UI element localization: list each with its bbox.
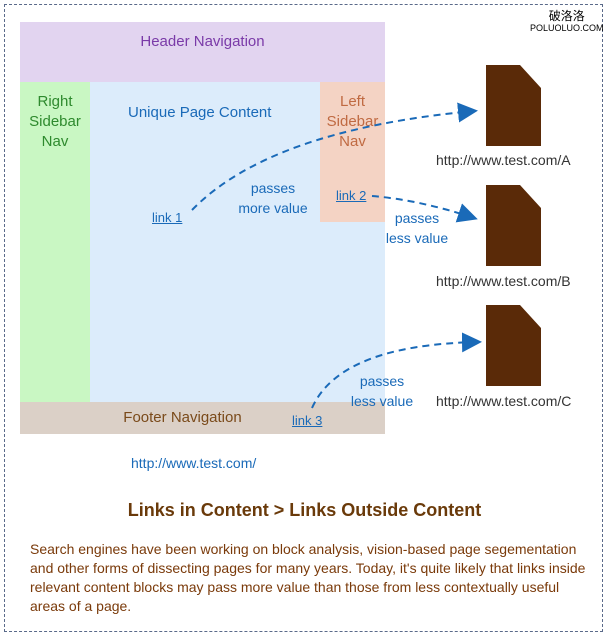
link-1[interactable]: link 1	[152, 210, 183, 225]
arrow-link3-to-c	[311, 332, 482, 409]
site-url: http://www.test.com/	[131, 455, 257, 471]
link-2[interactable]: link 2	[336, 188, 367, 203]
arrow-link1-to-a	[191, 102, 478, 211]
link-3[interactable]: link 3	[292, 413, 323, 428]
diagram-frame	[4, 4, 603, 632]
target-url-a: http://www.test.com/A	[436, 152, 571, 168]
document-icon-a	[486, 65, 541, 146]
document-icon-b	[486, 185, 541, 266]
target-url-b: http://www.test.com/B	[436, 273, 571, 289]
footer-navigation-block: Footer Navigation	[20, 402, 385, 434]
diagram-title: Links in Content > Links Outside Content	[127, 500, 482, 520]
header-navigation-block: Header Navigation	[20, 22, 385, 82]
target-url-c: http://www.test.com/C	[436, 393, 572, 409]
document-icon-c	[486, 305, 541, 386]
content-label: Unique Page Content	[128, 104, 272, 121]
description-paragraph: Search engines have been working on bloc…	[30, 541, 586, 614]
arrow-link2-to-b	[371, 195, 478, 223]
left-sidebar-block: Left Sidebar Nav	[320, 82, 385, 222]
right-sidebar-block: Right Sidebar Nav	[20, 82, 90, 402]
